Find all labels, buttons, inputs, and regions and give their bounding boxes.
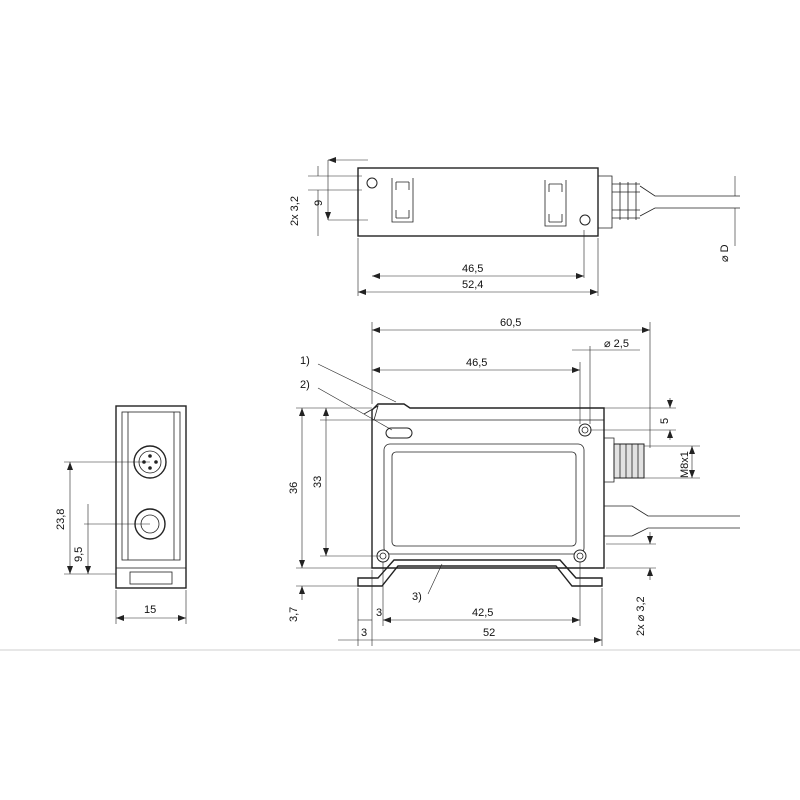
front-mount-hole-bottom-right <box>573 549 587 563</box>
callout-1: 1) <box>300 355 310 367</box>
end-connector-pin-1 <box>148 454 152 458</box>
top-dim-extensions <box>357 230 599 296</box>
front-dim-m8: M8x1 <box>679 451 691 478</box>
front-view-housing <box>371 403 605 569</box>
front-view-inner-frame <box>383 443 585 555</box>
front-dim-3b: 3 <box>361 627 367 639</box>
front-dim-extensions-right <box>590 407 700 569</box>
front-dim-extensions-left <box>296 407 380 587</box>
front-dim-5: 5 <box>659 418 671 424</box>
front-view-bracket <box>357 559 603 587</box>
top-dim-524: 52,4 <box>462 279 483 291</box>
top-cable <box>639 185 740 217</box>
end-dim-15: 15 <box>144 604 156 616</box>
top-mount-hole-right <box>579 214 591 226</box>
front-mount-hole-top-inner <box>581 426 589 434</box>
end-dim-95: 9,5 <box>73 547 85 562</box>
end-view: 23,8 9,5 15 <box>55 405 187 624</box>
front-dim-36: 36 <box>288 482 300 494</box>
callout-2-leader <box>317 387 393 431</box>
front-dim-3a: 3 <box>376 607 382 619</box>
top-dim-2x32: 2x 3,2 <box>289 196 301 226</box>
front-connector-base <box>604 437 615 483</box>
end-connector-pin-4 <box>148 466 152 470</box>
top-dim-465: 46,5 <box>462 263 483 275</box>
top-view-housing <box>357 167 599 237</box>
top-connector-thread <box>612 182 640 220</box>
front-dim-dia25: ⌀ 2,5 <box>604 338 629 350</box>
front-mount-hole-bottom-right-inner <box>576 552 584 560</box>
top-view: 2x 3,2 9 46,5 52,4 ⌀ D <box>289 160 740 296</box>
front-view: 60,5 ⌀ 2,5 46,5 5 M8x1 2x ⌀ 3,2 36 33 3,… <box>288 317 740 646</box>
end-view-base-notch <box>129 571 173 585</box>
front-dim-33: 33 <box>312 476 324 488</box>
front-dim-465: 46,5 <box>466 357 487 369</box>
front-dim-52: 52 <box>483 627 495 639</box>
callout-2: 2) <box>300 379 310 391</box>
front-dim-605: 60,5 <box>500 317 521 329</box>
front-connector-nut <box>613 443 645 479</box>
front-view-emitter-mark <box>363 405 379 421</box>
callout-1-leader <box>317 363 397 403</box>
top-mount-hole-left <box>366 177 378 189</box>
front-dim-extensions-top <box>371 322 651 448</box>
top-connector-body <box>598 175 613 229</box>
front-dim-425: 42,5 <box>472 607 493 619</box>
end-view-housing <box>115 405 187 589</box>
end-dim-extensions <box>64 461 150 575</box>
callout-3: 3) <box>412 591 422 603</box>
end-connector-pin-3 <box>154 460 158 464</box>
top-clip-slot-left <box>391 178 414 223</box>
callout-3-leader <box>427 563 443 595</box>
front-view-led-indicator <box>385 427 413 439</box>
front-dim-extensions-bottom <box>357 562 603 646</box>
front-connector-thread <box>619 444 639 478</box>
top-clip-slot-right <box>544 180 567 227</box>
top-dim-9: 9 <box>313 200 325 206</box>
end-view-base <box>115 567 187 589</box>
end-view-face <box>121 411 181 561</box>
front-view-window <box>391 451 577 547</box>
front-mount-hole-top <box>578 423 592 437</box>
front-dim-2x32: 2x ⌀ 3,2 <box>635 596 647 636</box>
top-dim-lines-9 <box>328 160 368 220</box>
top-dim-diaD: ⌀ D <box>719 244 731 262</box>
front-dim-37: 3,7 <box>288 607 300 622</box>
front-cable <box>604 505 740 537</box>
end-dim-238: 23,8 <box>55 509 67 530</box>
